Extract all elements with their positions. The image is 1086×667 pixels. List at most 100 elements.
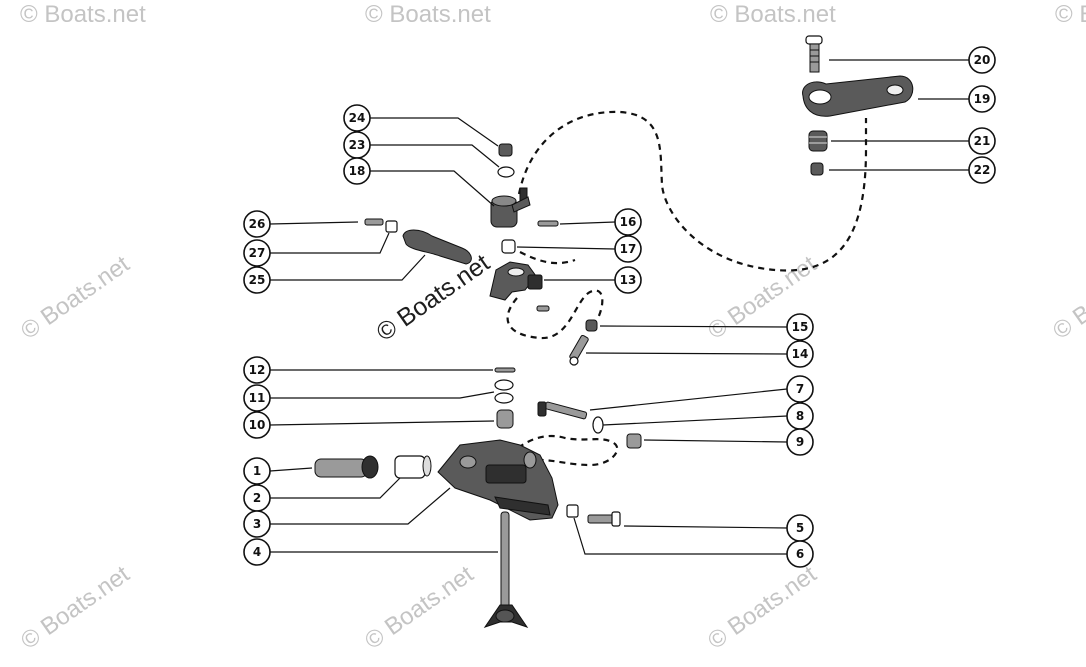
callout-number: 20 — [974, 53, 991, 67]
callout-22: 22 — [968, 156, 996, 184]
callout-27: 27 — [243, 239, 271, 267]
callout-number: 3 — [253, 517, 261, 531]
callout-number: 4 — [253, 545, 261, 559]
watermark: © Boats.net — [16, 250, 135, 344]
part-nut-24 — [498, 143, 513, 157]
part-sleeve-2 — [394, 455, 432, 479]
part-nut-15 — [585, 319, 598, 332]
watermark: © Boats.net — [365, 1, 491, 28]
parts-layer — [314, 35, 914, 628]
callout-number: 7 — [796, 382, 804, 396]
callout-24: 24 — [343, 104, 371, 132]
control-cable — [519, 251, 576, 265]
callout-number: 18 — [349, 164, 366, 178]
callout-25: 25 — [243, 266, 271, 294]
part-screw-14 — [569, 334, 589, 366]
callout-7: 7 — [786, 375, 814, 403]
callouts: 20 19 21 22 16 17 13 15 14 7 8 9 5 6 24 … — [243, 46, 996, 568]
part-nut-6 — [566, 504, 579, 518]
callout-15: 15 — [786, 313, 814, 341]
callout-14: 14 — [786, 340, 814, 368]
linkage-cable — [509, 434, 619, 467]
part-nut-22 — [810, 162, 824, 176]
callout-12: 12 — [243, 356, 271, 384]
callout-number: 6 — [796, 547, 804, 561]
part-screw-26 — [364, 218, 384, 226]
part-bushing-21 — [808, 130, 828, 152]
part-lever-18 — [490, 187, 531, 228]
part-washer-23 — [497, 166, 515, 178]
callout-number: 23 — [349, 138, 366, 152]
callout-18: 18 — [343, 157, 371, 185]
callout-number: 16 — [620, 215, 637, 229]
callout-9: 9 — [786, 428, 814, 456]
callout-number: 19 — [974, 92, 991, 106]
part-washer-11 — [494, 379, 514, 404]
watermark: © Boats.net — [710, 1, 836, 28]
callout-8: 8 — [786, 402, 814, 430]
callout-26: 26 — [243, 210, 271, 238]
callout-11: 11 — [243, 384, 271, 412]
callout-number: 17 — [620, 242, 637, 256]
callout-16: 16 — [614, 208, 642, 236]
callout-23: 23 — [343, 131, 371, 159]
part-screw-20 — [805, 35, 823, 73]
callout-3: 3 — [243, 510, 271, 538]
callout-2: 2 — [243, 484, 271, 512]
part-bolt-7 — [537, 401, 588, 420]
part-pin-1 — [314, 455, 379, 479]
control-cable — [517, 110, 868, 272]
callout-number: 12 — [249, 363, 266, 377]
part-pin-small — [536, 305, 550, 312]
callout-number: 13 — [620, 273, 637, 287]
part-lever-13 — [489, 261, 543, 301]
watermark: © Boats.net — [703, 560, 822, 654]
callout-19: 19 — [968, 85, 996, 113]
part-shaft-4 — [483, 511, 529, 628]
watermark-main: © Boats.net — [371, 249, 494, 347]
callout-number: 9 — [796, 435, 804, 449]
callout-number: 11 — [249, 391, 266, 405]
watermark: © Boats.net — [1055, 1, 1086, 28]
callout-number: 14 — [792, 347, 809, 361]
callout-20: 20 — [968, 46, 996, 74]
callout-10: 10 — [243, 411, 271, 439]
callout-1: 1 — [243, 457, 271, 485]
watermark: © Boats.net — [360, 560, 479, 654]
callout-number: 2 — [253, 491, 261, 505]
cable-paths — [506, 110, 868, 467]
callout-6: 6 — [786, 540, 814, 568]
leader-lines — [269, 59, 969, 555]
callout-number: 8 — [796, 409, 804, 423]
watermark: © Boats.net — [16, 560, 135, 654]
part-washer-8 — [592, 416, 604, 434]
part-bracket-3 — [437, 439, 559, 521]
callout-number: 5 — [796, 521, 804, 535]
callout-number: 1 — [253, 464, 261, 478]
part-nut-27 — [385, 220, 398, 233]
callout-number: 15 — [792, 320, 809, 334]
part-pin-16 — [537, 220, 559, 227]
callout-number: 21 — [974, 134, 991, 148]
callout-number: 26 — [249, 217, 266, 231]
callout-number: 24 — [349, 111, 366, 125]
part-link-25 — [402, 229, 472, 265]
watermark: © Boats.net — [20, 1, 146, 28]
callout-number: 22 — [974, 163, 991, 177]
part-link-19 — [802, 75, 914, 117]
callout-17: 17 — [614, 235, 642, 263]
callout-21: 21 — [968, 127, 996, 155]
part-bushing-10 — [496, 409, 514, 429]
callout-13: 13 — [614, 266, 642, 294]
callout-4: 4 — [243, 538, 271, 566]
part-pin-12 — [494, 367, 516, 373]
callout-number: 25 — [249, 273, 266, 287]
part-bolt-5 — [587, 511, 621, 527]
callout-number: 10 — [249, 418, 266, 432]
callout-5: 5 — [786, 514, 814, 542]
part-bushing-17 — [501, 239, 516, 254]
watermark: © Boats.net — [1048, 250, 1086, 344]
callout-number: 27 — [249, 246, 266, 260]
part-nut-9 — [626, 433, 642, 449]
